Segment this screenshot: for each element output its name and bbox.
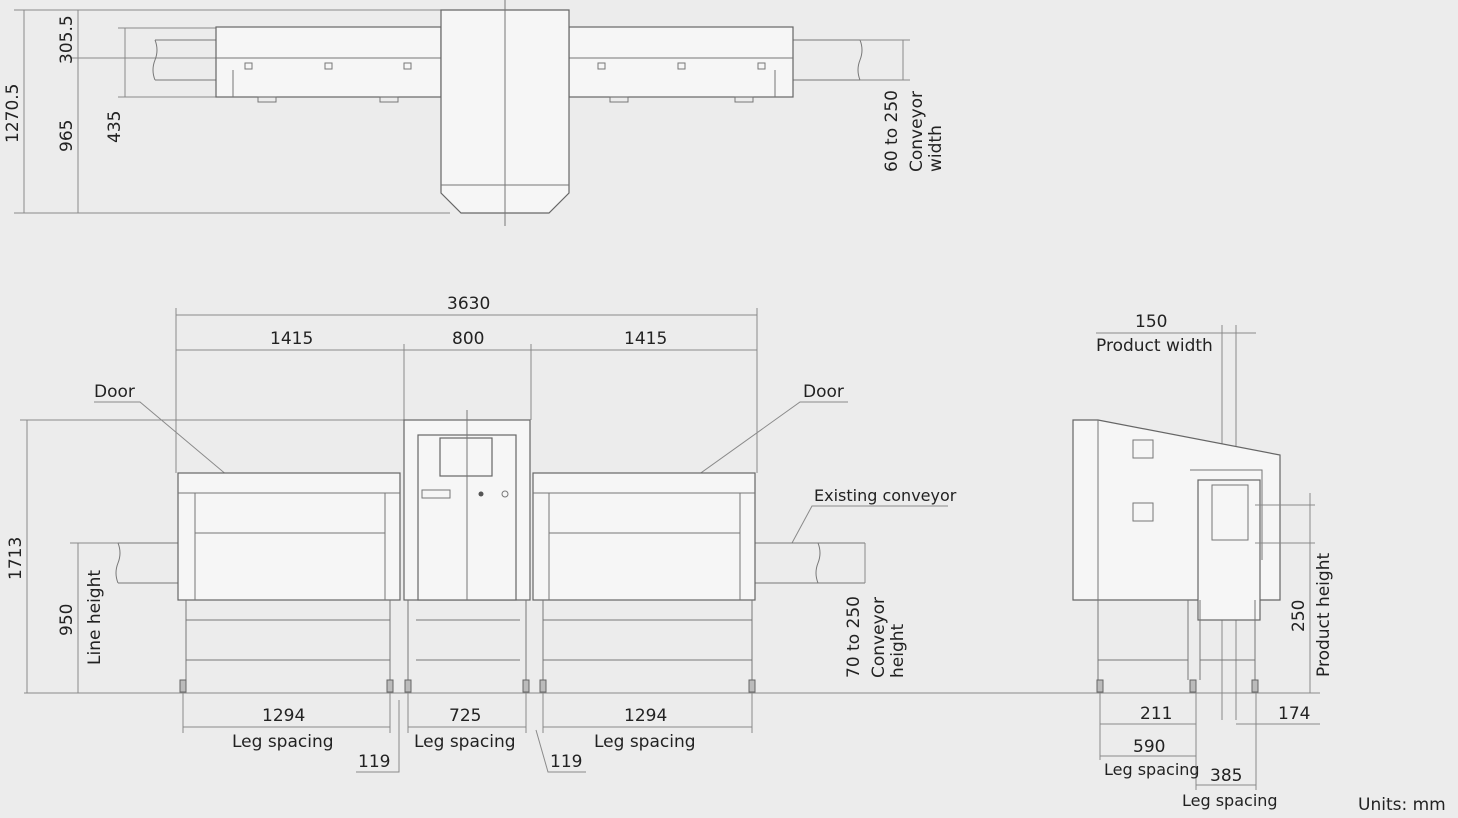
conveyor-width-label-1: Conveyor bbox=[907, 91, 927, 172]
top-view: 1270.5 305.5 965 435 60 to 250 Conveyor … bbox=[3, 0, 946, 226]
section-center-label: 800 bbox=[452, 329, 484, 349]
rear-depth-label: 965 bbox=[57, 120, 77, 152]
side-leg-spacing-2-label: Leg spacing bbox=[1182, 791, 1278, 810]
left-conveyor-top bbox=[215, 26, 442, 98]
offset-right-label: 119 bbox=[550, 752, 582, 772]
line-height-label: Line height bbox=[85, 570, 105, 665]
display-screen bbox=[439, 437, 493, 477]
leg-spacing-center-value: 725 bbox=[449, 706, 481, 726]
conveyor-width-range: 60 to 250 bbox=[882, 90, 902, 172]
overall-height-label: 1713 bbox=[6, 537, 26, 580]
section-right-label: 1415 bbox=[624, 329, 667, 349]
dim-211-label: 211 bbox=[1140, 704, 1172, 724]
line-height-value: 950 bbox=[57, 604, 77, 636]
front-view: 3630 1415 800 1415 Door Door Existing co… bbox=[6, 294, 1320, 773]
product-width-label: Product width bbox=[1096, 336, 1213, 356]
leg-spacing-right-value: 1294 bbox=[624, 706, 667, 726]
left-conveyor-unit bbox=[177, 472, 401, 601]
product-height-value: 250 bbox=[1289, 600, 1309, 632]
conveyor-height-range: 70 to 250 bbox=[844, 596, 864, 678]
overall-length-label: 3630 bbox=[447, 294, 490, 314]
dim-174-label: 174 bbox=[1278, 704, 1310, 724]
leg-spacing-left-value: 1294 bbox=[262, 706, 305, 726]
existing-conveyor-label: Existing conveyor bbox=[814, 486, 957, 505]
door-left-label: Door bbox=[94, 382, 135, 402]
side-view: 150 Product width 250 Product height 211… bbox=[1072, 312, 1334, 810]
leg-spacing-center-label: Leg spacing bbox=[414, 732, 516, 752]
offset-left-label: 119 bbox=[358, 752, 390, 772]
product-width-value: 150 bbox=[1135, 312, 1167, 332]
side-leg-spacing-2-value: 385 bbox=[1210, 766, 1242, 786]
leg-spacing-right-label: Leg spacing bbox=[594, 732, 696, 752]
leg-spacing-left-label: Leg spacing bbox=[232, 732, 334, 752]
conveyor-height-label-1: Conveyor bbox=[869, 597, 889, 678]
conveyor-width-label-2: width bbox=[926, 125, 946, 172]
side-leg-spacing-1-value: 590 bbox=[1133, 737, 1165, 757]
right-conveyor-top bbox=[568, 26, 794, 98]
section-left-label: 1415 bbox=[270, 329, 313, 349]
side-leg-spacing-1-label: Leg spacing bbox=[1104, 760, 1200, 779]
units-label: Units: mm bbox=[1358, 795, 1446, 815]
overall-depth-label: 1270.5 bbox=[3, 84, 23, 143]
conveyor-depth-label: 435 bbox=[105, 111, 125, 143]
right-conveyor-unit bbox=[532, 472, 756, 601]
door-right-label: Door bbox=[803, 382, 844, 402]
conveyor-height-label-2: height bbox=[888, 623, 908, 678]
product-height-label: Product height bbox=[1314, 553, 1334, 677]
front-offset-label: 305.5 bbox=[57, 15, 77, 64]
